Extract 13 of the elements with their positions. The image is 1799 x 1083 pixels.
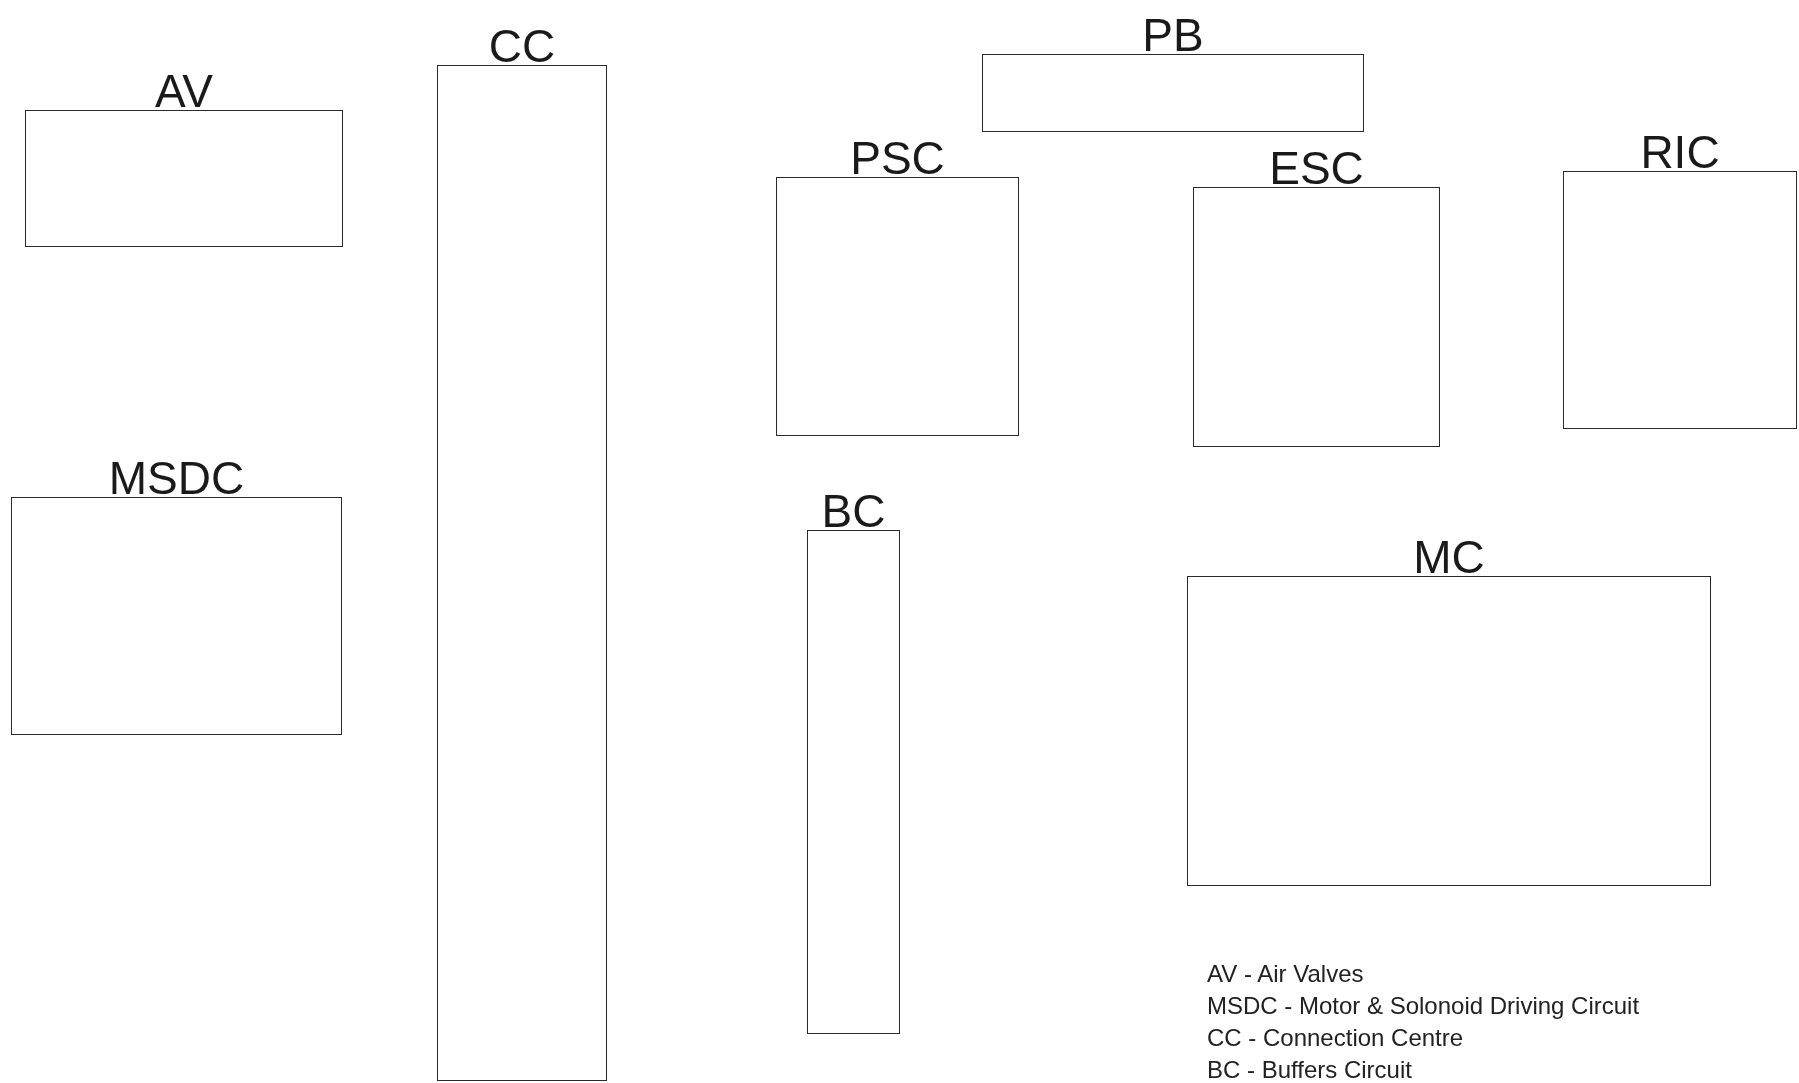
block-label: ESC [1269,145,1364,191]
block-label: RIC [1640,129,1720,175]
block-label: CC [488,23,556,69]
legend-text: CC - Connection Centre [1207,1023,1465,1053]
block-label: MSDC [108,455,245,501]
legend-text: BC - Buffers Circuit [1207,1055,1413,1083]
block-label: AV [155,68,213,114]
block-label: PSC [850,135,945,181]
legend-text: AV - Air Valves [1207,959,1365,989]
block-label: MC [1413,534,1485,580]
block-label: PB [1142,12,1204,58]
legend-text: MSDC - Motor & Solonoid Driving Circuit [1207,991,1640,1021]
block-label: BC [821,488,886,534]
